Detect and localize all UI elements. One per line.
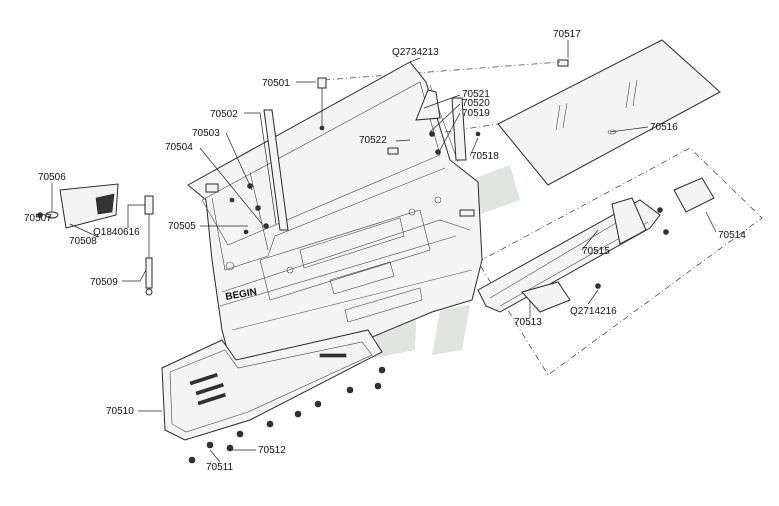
leader-lines [47, 40, 717, 463]
label-70506: 70506 [38, 172, 66, 183]
label-70508: 70508 [69, 236, 97, 247]
label-70503: 70503 [192, 128, 220, 139]
label-70512: 70512 [258, 445, 286, 456]
label-70501: 70501 [262, 78, 290, 89]
label-70505: 70505 [168, 221, 196, 232]
rear-glass-70516 [497, 39, 721, 186]
wiper-arm [415, 89, 441, 121]
label-70504: 70504 [165, 142, 193, 153]
label-70516: 70516 [650, 122, 678, 133]
label-q1840616: Q1840616 [93, 227, 140, 238]
side-panel-70508 [45, 183, 119, 229]
lower-trim-70510 [161, 329, 383, 441]
label-70510: 70510 [106, 406, 134, 417]
label-70507: 70507 [24, 213, 52, 224]
fasteners [37, 107, 669, 464]
label-70514: 70514 [718, 230, 746, 241]
label-70518: 70518 [471, 151, 499, 162]
label-q2714216: Q2714216 [570, 306, 617, 317]
spoiler-70513 [477, 177, 715, 313]
gas-strut-70509 [144, 195, 154, 296]
label-70515: 70515 [582, 246, 610, 257]
part-70501 [317, 77, 327, 89]
label-70511: 70511 [206, 462, 234, 473]
label-70513: 70513 [514, 317, 542, 328]
label-70519: 70519 [462, 108, 490, 119]
label-70517: 70517 [553, 29, 581, 40]
spoiler-box [477, 147, 763, 376]
label-70520: 70520 [462, 98, 490, 109]
part-labels: 70517 Q2734213 70501 70521 70520 70519 7… [24, 29, 746, 473]
label-70522: 70522 [359, 135, 387, 146]
label-70502: 70502 [210, 109, 238, 120]
label-q2734213: Q2734213 [392, 47, 439, 58]
label-70509: 70509 [90, 277, 118, 288]
dashline-glass [323, 61, 561, 81]
emblem-text: BEGIN [225, 287, 258, 303]
label-70521: 70521 [462, 89, 490, 100]
